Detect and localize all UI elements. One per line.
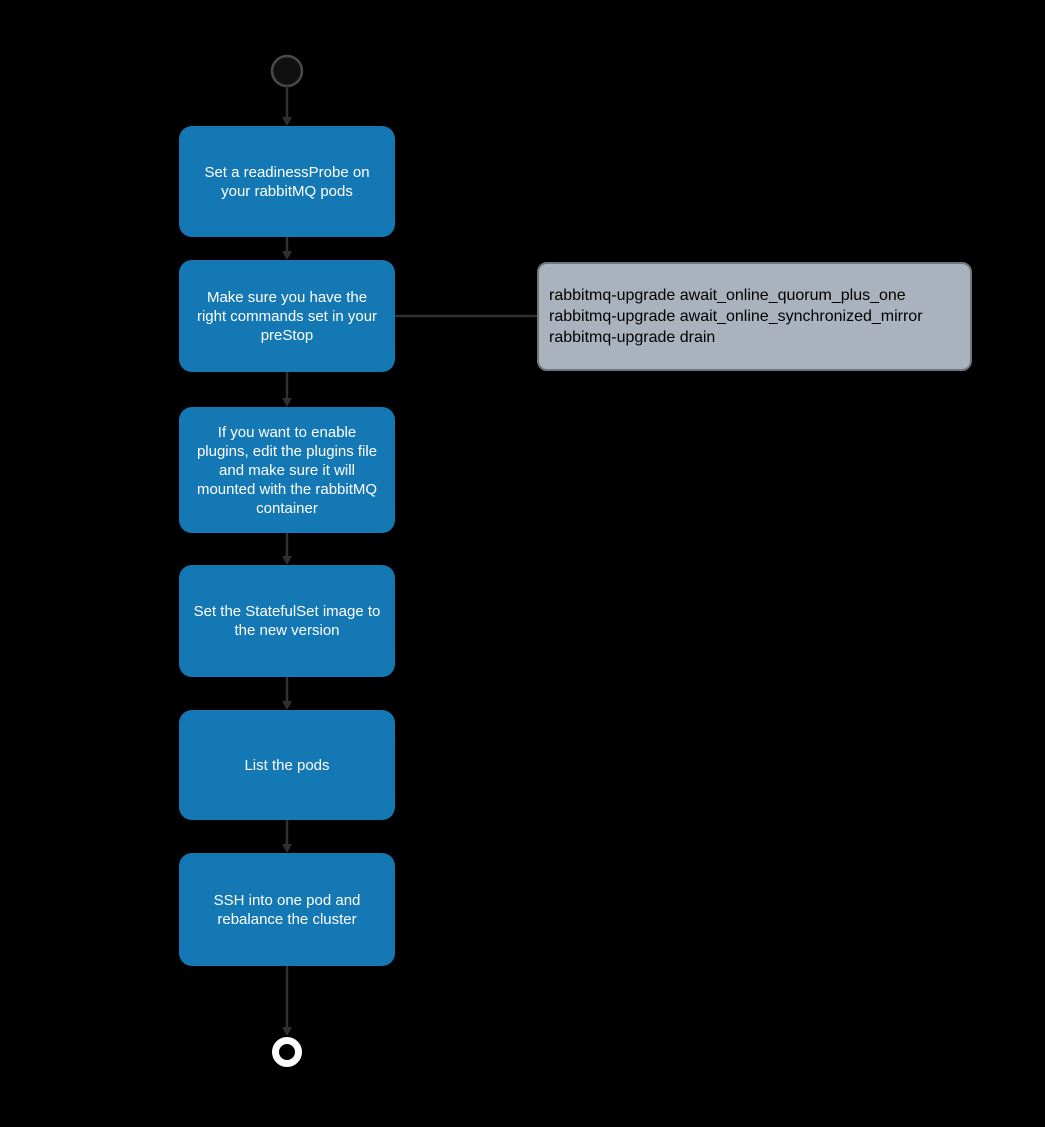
note-line: rabbitmq-upgrade await_online_quorum_plu… (549, 287, 906, 304)
arrowhead-step5 (282, 701, 292, 710)
activity-step-label: Make sure you have the right commands se… (196, 288, 378, 344)
note-line: rabbitmq-upgrade drain (549, 329, 716, 346)
arrowhead-step1 (282, 117, 292, 126)
activity-step-label: SSH into one pod and rebalance the clust… (213, 891, 361, 928)
activity-step-label: If you want to enable plugins, edit the … (196, 423, 378, 517)
activity-step-statefulset-image: Set the StatefulSet image to the new ver… (179, 565, 395, 677)
note-line: rabbitmq-upgrade await_online_synchroniz… (549, 308, 923, 325)
flow-arrows (282, 86, 292, 1036)
end-node (272, 1037, 302, 1067)
arrowhead-end (282, 1027, 292, 1036)
start-node (270, 54, 304, 88)
activity-step-label: Set a readinessProbe on your rabbitMQ po… (204, 163, 370, 200)
activity-step-readiness-probe: Set a readinessProbe on your rabbitMQ po… (179, 126, 395, 237)
arrowhead-step4 (282, 556, 292, 565)
arrowhead-step6 (282, 844, 292, 853)
arrowhead-step3 (282, 398, 292, 407)
activity-step-list-pods: List the pods (179, 710, 395, 820)
activity-step-prestop-commands: Make sure you have the right commands se… (179, 260, 395, 372)
activity-step-enable-plugins: If you want to enable plugins, edit the … (179, 407, 395, 533)
activity-step-label: Set the StatefulSet image to the new ver… (193, 603, 381, 639)
activity-step-label: List the pods (244, 756, 330, 774)
arrowhead-step2 (282, 251, 292, 260)
activity-step-ssh-rebalance: SSH into one pod and rebalance the clust… (179, 853, 395, 966)
note-upgrade-commands: rabbitmq-upgrade await_online_quorum_plu… (537, 262, 972, 371)
